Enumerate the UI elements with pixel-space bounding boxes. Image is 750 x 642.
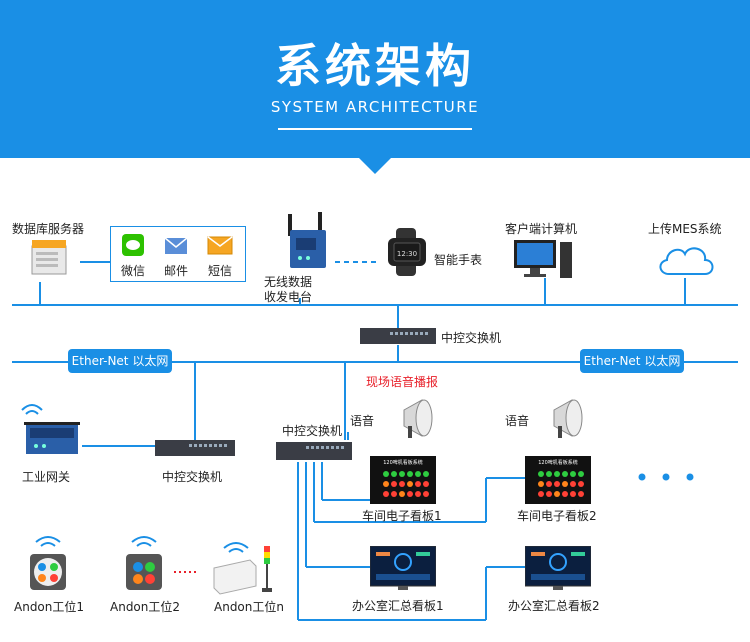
speaker-icon-2 xyxy=(553,399,583,438)
andon-n-label: Andon工位n xyxy=(214,600,284,614)
switch-left-icon xyxy=(155,440,235,456)
db-server-label: 数据库服务器 xyxy=(12,222,85,236)
office-board-2-icon xyxy=(525,546,591,590)
notify-sms: 短信 xyxy=(208,264,233,278)
email-icon xyxy=(164,237,188,254)
database-server-icon xyxy=(31,240,67,275)
andon-device-2-icon xyxy=(126,536,162,590)
header-arrow xyxy=(357,156,393,174)
cloud-icon xyxy=(659,247,714,275)
wireless-radio-icon xyxy=(288,212,326,268)
page-title: 系统架构 xyxy=(275,39,475,93)
andon-1-label: Andon工位1 xyxy=(14,600,85,614)
switch-center-icon xyxy=(276,442,352,460)
workshop-board-1-icon: 120啤机看板系统 xyxy=(370,456,436,504)
workshop-board-2-icon: 120啤机看板系统 xyxy=(525,456,591,504)
voice-label-2: 语音 xyxy=(505,414,530,428)
header-banner xyxy=(0,0,750,158)
switch-left-label: 中控交换机 xyxy=(162,470,223,484)
radio-label-line2: 收发电台 xyxy=(264,290,313,304)
watch-label: 智能手表 xyxy=(434,253,483,267)
speaker-icon-1 xyxy=(403,399,433,438)
svg-text:12:30: 12:30 xyxy=(397,250,417,258)
svg-text:120啤机看板系统: 120啤机看板系统 xyxy=(538,459,578,466)
andon-device-n-icon xyxy=(213,542,272,595)
notification-box xyxy=(110,226,246,282)
sms-icon xyxy=(207,236,233,255)
office-board-1-icon xyxy=(370,546,436,590)
more-dots-icon xyxy=(638,473,694,481)
subtitle-underline xyxy=(278,128,472,130)
office-board-2-label: 办公室汇总看板2 xyxy=(508,599,600,613)
notify-email: 邮件 xyxy=(164,264,189,278)
computer-icon xyxy=(514,240,572,278)
industrial-gateway-label: 工业网关 xyxy=(22,470,71,484)
voice-label-1: 语音 xyxy=(350,414,375,428)
andon-2-label: Andon工位2 xyxy=(110,600,181,614)
ethernet-right-pill: Ether-Net 以太网 xyxy=(580,349,684,373)
central-switch-top-icon xyxy=(360,328,436,344)
notify-wechat: 微信 xyxy=(121,264,146,278)
wechat-icon xyxy=(122,234,144,256)
site-broadcast-label: 现场语音播报 xyxy=(366,375,439,389)
workshop-board-1-label: 车间电子看板1 xyxy=(362,509,442,523)
office-board-1-label: 办公室汇总看板1 xyxy=(352,599,444,613)
workshop-board-2-label: 车间电子看板2 xyxy=(517,509,597,523)
svg-text:120啤机看板系统: 120啤机看板系统 xyxy=(383,459,423,466)
industrial-gateway-icon xyxy=(21,404,80,454)
ethernet-left-pill: Ether-Net 以太网 xyxy=(68,349,172,373)
switch-center-label: 中控交换机 xyxy=(282,424,343,438)
page-subtitle: SYSTEM ARCHITECTURE xyxy=(270,98,480,116)
client-pc-label: 客户端计算机 xyxy=(505,222,578,236)
smart-watch-icon: 12:30 xyxy=(388,228,426,276)
radio-label-line1: 无线数据 xyxy=(264,275,313,289)
andon-device-1-icon xyxy=(30,536,66,590)
mes-label: 上传MES系统 xyxy=(648,222,722,236)
central-switch-top-label: 中控交换机 xyxy=(441,331,502,345)
